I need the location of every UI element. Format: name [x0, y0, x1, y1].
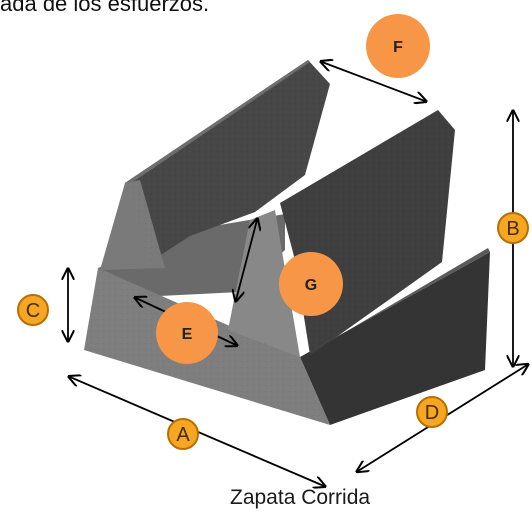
label-e-badge: E	[156, 302, 218, 364]
arrow-f	[322, 62, 425, 101]
footing-body	[84, 60, 490, 425]
front-step-top	[300, 248, 490, 357]
label-e-text: E	[182, 326, 193, 343]
label-a-badge: A	[167, 418, 199, 450]
header-text: ada de los esfuerzos.	[0, 0, 210, 16]
label-c-text: C	[26, 300, 40, 322]
label-b-badge: B	[497, 212, 529, 244]
label-d-badge: D	[416, 396, 448, 428]
label-c-badge: C	[17, 294, 49, 326]
label-g-badge: G	[279, 252, 343, 316]
label-a-text: A	[176, 424, 190, 446]
diagram-caption: Zapata Corrida	[230, 486, 371, 509]
label-f-badge: F	[366, 14, 430, 78]
label-d-text: D	[425, 402, 439, 424]
arrow-g	[236, 220, 257, 300]
label-g-text: G	[305, 277, 317, 294]
label-f-text: F	[393, 39, 403, 56]
label-b-text: B	[506, 218, 519, 240]
